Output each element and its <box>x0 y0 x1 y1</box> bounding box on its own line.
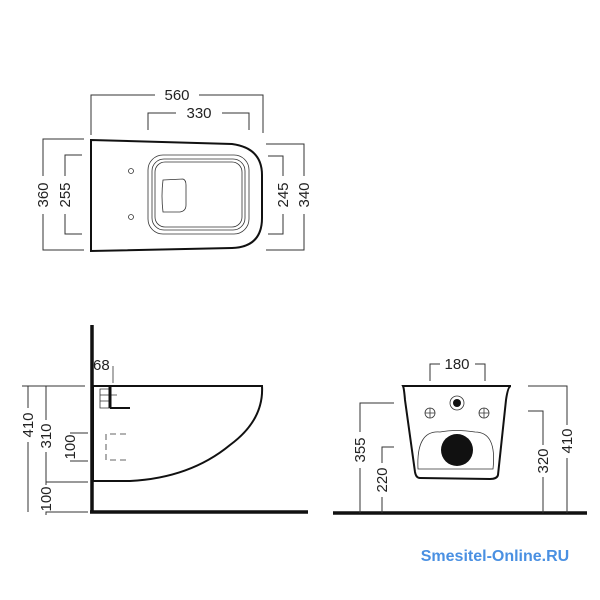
bowl-outlet <box>161 178 187 213</box>
dim-line-255 <box>64 154 82 235</box>
dim-line-180 <box>429 363 486 381</box>
front-view: 180 355 220 320 410 <box>333 356 587 515</box>
dim-245: 245 <box>275 182 292 207</box>
dim-255: 255 <box>57 182 74 207</box>
outlet-hole <box>441 434 473 466</box>
dim-line-360 <box>42 138 84 251</box>
dim-line-245 <box>268 155 284 235</box>
seat-rim-inner-2 <box>154 161 243 228</box>
dim-line-100 <box>45 482 88 515</box>
dim-340: 340 <box>296 182 313 207</box>
side-view: 68 410 310 100 100 <box>20 325 308 515</box>
fixing-bolt-left <box>424 407 436 419</box>
dim-180: 180 <box>444 356 469 373</box>
dim-100-outlet: 100 <box>62 434 79 459</box>
dim-220: 220 <box>374 467 391 492</box>
dim-355: 355 <box>352 437 369 462</box>
outlet-hidden-line <box>105 433 126 461</box>
top-view: 560 330 360 255 245 340 <box>35 87 313 253</box>
dim-410: 410 <box>20 412 37 437</box>
dim-line-220 <box>381 446 394 513</box>
dim-line-100-outlet <box>70 432 88 462</box>
fixing-hole <box>128 168 134 174</box>
seat-rim-inner <box>151 158 246 231</box>
dim-330: 330 <box>186 105 211 122</box>
dim-410-front: 410 <box>559 428 576 453</box>
dim-310: 310 <box>38 423 55 448</box>
inlet-hole <box>453 399 461 407</box>
fixing-bolt-right <box>478 407 490 419</box>
side-view-outline <box>92 385 264 482</box>
top-view-outline <box>90 138 263 253</box>
seat-rim-outer <box>147 154 250 235</box>
bowl-opening <box>417 430 494 470</box>
dim-line-320 <box>528 410 544 513</box>
dim-68: 68 <box>93 357 110 374</box>
dim-line-330 <box>147 112 250 130</box>
dim-line-410 <box>528 385 568 513</box>
dim-320: 320 <box>535 448 552 473</box>
dim-560: 560 <box>164 87 189 104</box>
fixing-hole <box>128 214 134 220</box>
watermark: Smesitel-Online.RU <box>421 548 569 565</box>
inlet-outer <box>449 395 465 411</box>
dim-360: 360 <box>35 182 52 207</box>
dim-line-410 <box>22 385 85 512</box>
dim-line-560 <box>90 94 264 135</box>
dim-line-340 <box>266 143 305 251</box>
dim-line-355 <box>359 402 394 513</box>
dim-100-floor: 100 <box>38 486 55 511</box>
